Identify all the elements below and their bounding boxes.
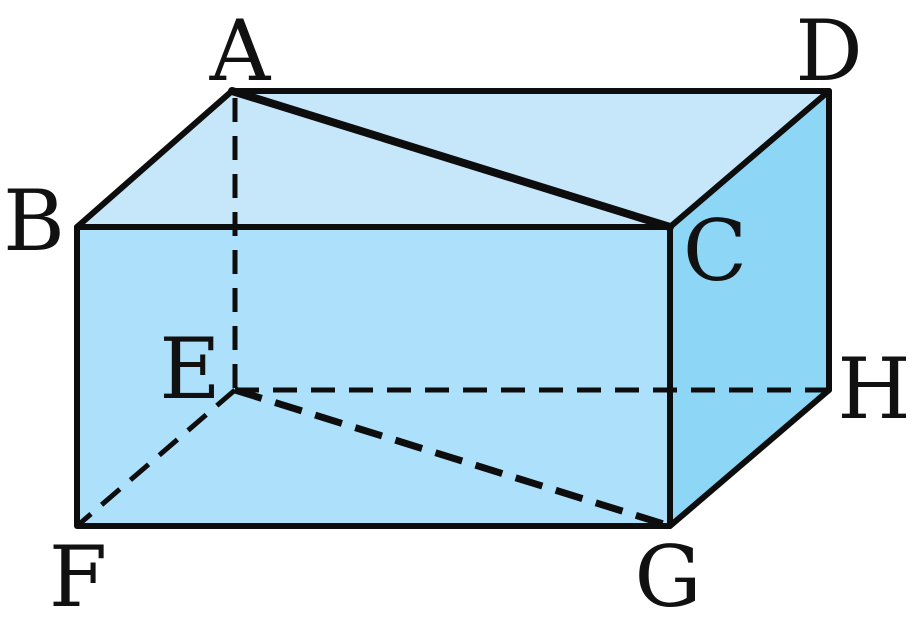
edge-ef	[75, 388, 237, 528]
vertex-label-g: G	[634, 528, 701, 626]
edge-hg	[667, 387, 832, 529]
diagonal-ac	[228, 87, 674, 231]
vertex-label-b: B	[3, 172, 65, 270]
vertex-label-a: A	[209, 2, 272, 100]
edge-ab	[74, 88, 235, 230]
visible-edges	[74, 87, 832, 529]
vertex-label-e: E	[159, 320, 220, 418]
vertex-label-c: C	[683, 202, 747, 300]
front-face-outline	[74, 224, 673, 529]
front-face	[77, 227, 670, 526]
vertex-label-f: F	[49, 528, 107, 626]
vertex-label-d: D	[795, 2, 862, 100]
diagonal-eg	[233, 386, 672, 530]
vertex-label-h: H	[837, 340, 910, 438]
edge-dc	[667, 88, 832, 230]
hidden-edges	[75, 98, 829, 530]
right-side-face	[670, 91, 829, 526]
